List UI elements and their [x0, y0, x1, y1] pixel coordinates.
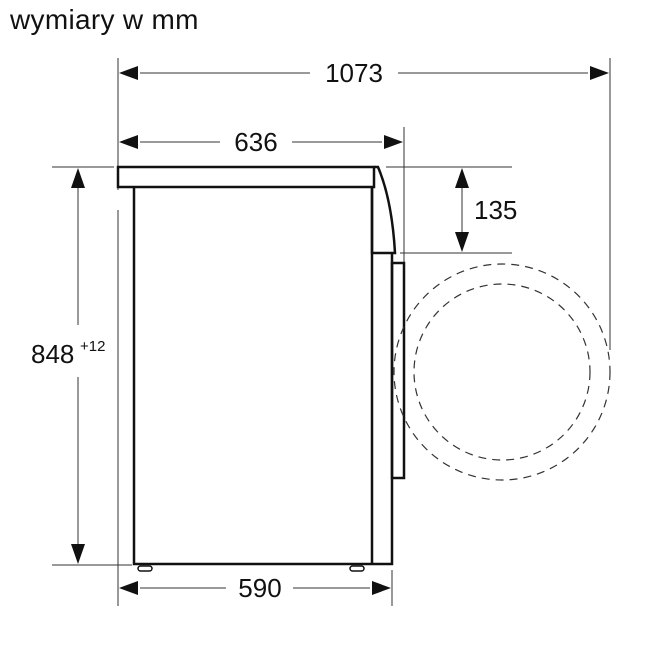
- cabinet-body: [132, 187, 394, 566]
- arrow-left-icon: [119, 581, 138, 595]
- door-inner-circle: [413, 283, 591, 461]
- foot-rear: [137, 565, 153, 572]
- arrow-up-icon: [455, 168, 469, 188]
- height-value: 848: [31, 339, 74, 369]
- dimension-label-848: 848: [31, 339, 74, 369]
- arrow-right-icon: [590, 66, 609, 80]
- appliance-side-view: [116, 165, 406, 572]
- door-swing-indicator: [393, 263, 611, 481]
- dimension-label-590: 590: [238, 573, 281, 603]
- arrow-down-icon: [455, 232, 469, 252]
- foot-front: [349, 565, 365, 572]
- door-outer-circle: [393, 263, 611, 481]
- arrow-down-icon: [71, 544, 85, 564]
- dimension-135: 135: [386, 166, 517, 254]
- dimension-590: 590: [117, 210, 393, 606]
- diagram-title: wymiary w mm: [10, 4, 199, 35]
- arrow-right-icon: [372, 581, 391, 595]
- dimension-848: 848 +12: [31, 166, 132, 566]
- dimension-636: 636: [119, 127, 405, 262]
- arrow-left-icon: [119, 66, 138, 80]
- dimension-label-1073: 1073: [325, 58, 383, 88]
- arrow-left-icon: [119, 135, 138, 149]
- dimension-label-636: 636: [234, 127, 277, 157]
- dimension-label-135: 135: [474, 195, 517, 225]
- top-cover: [116, 165, 376, 189]
- door-closed: [390, 261, 406, 480]
- arrow-up-icon: [71, 168, 85, 188]
- height-tolerance: +12: [80, 338, 105, 355]
- dimension-1073: 1073: [117, 58, 611, 350]
- control-panel-front: [370, 165, 397, 255]
- arrow-right-icon: [384, 135, 403, 149]
